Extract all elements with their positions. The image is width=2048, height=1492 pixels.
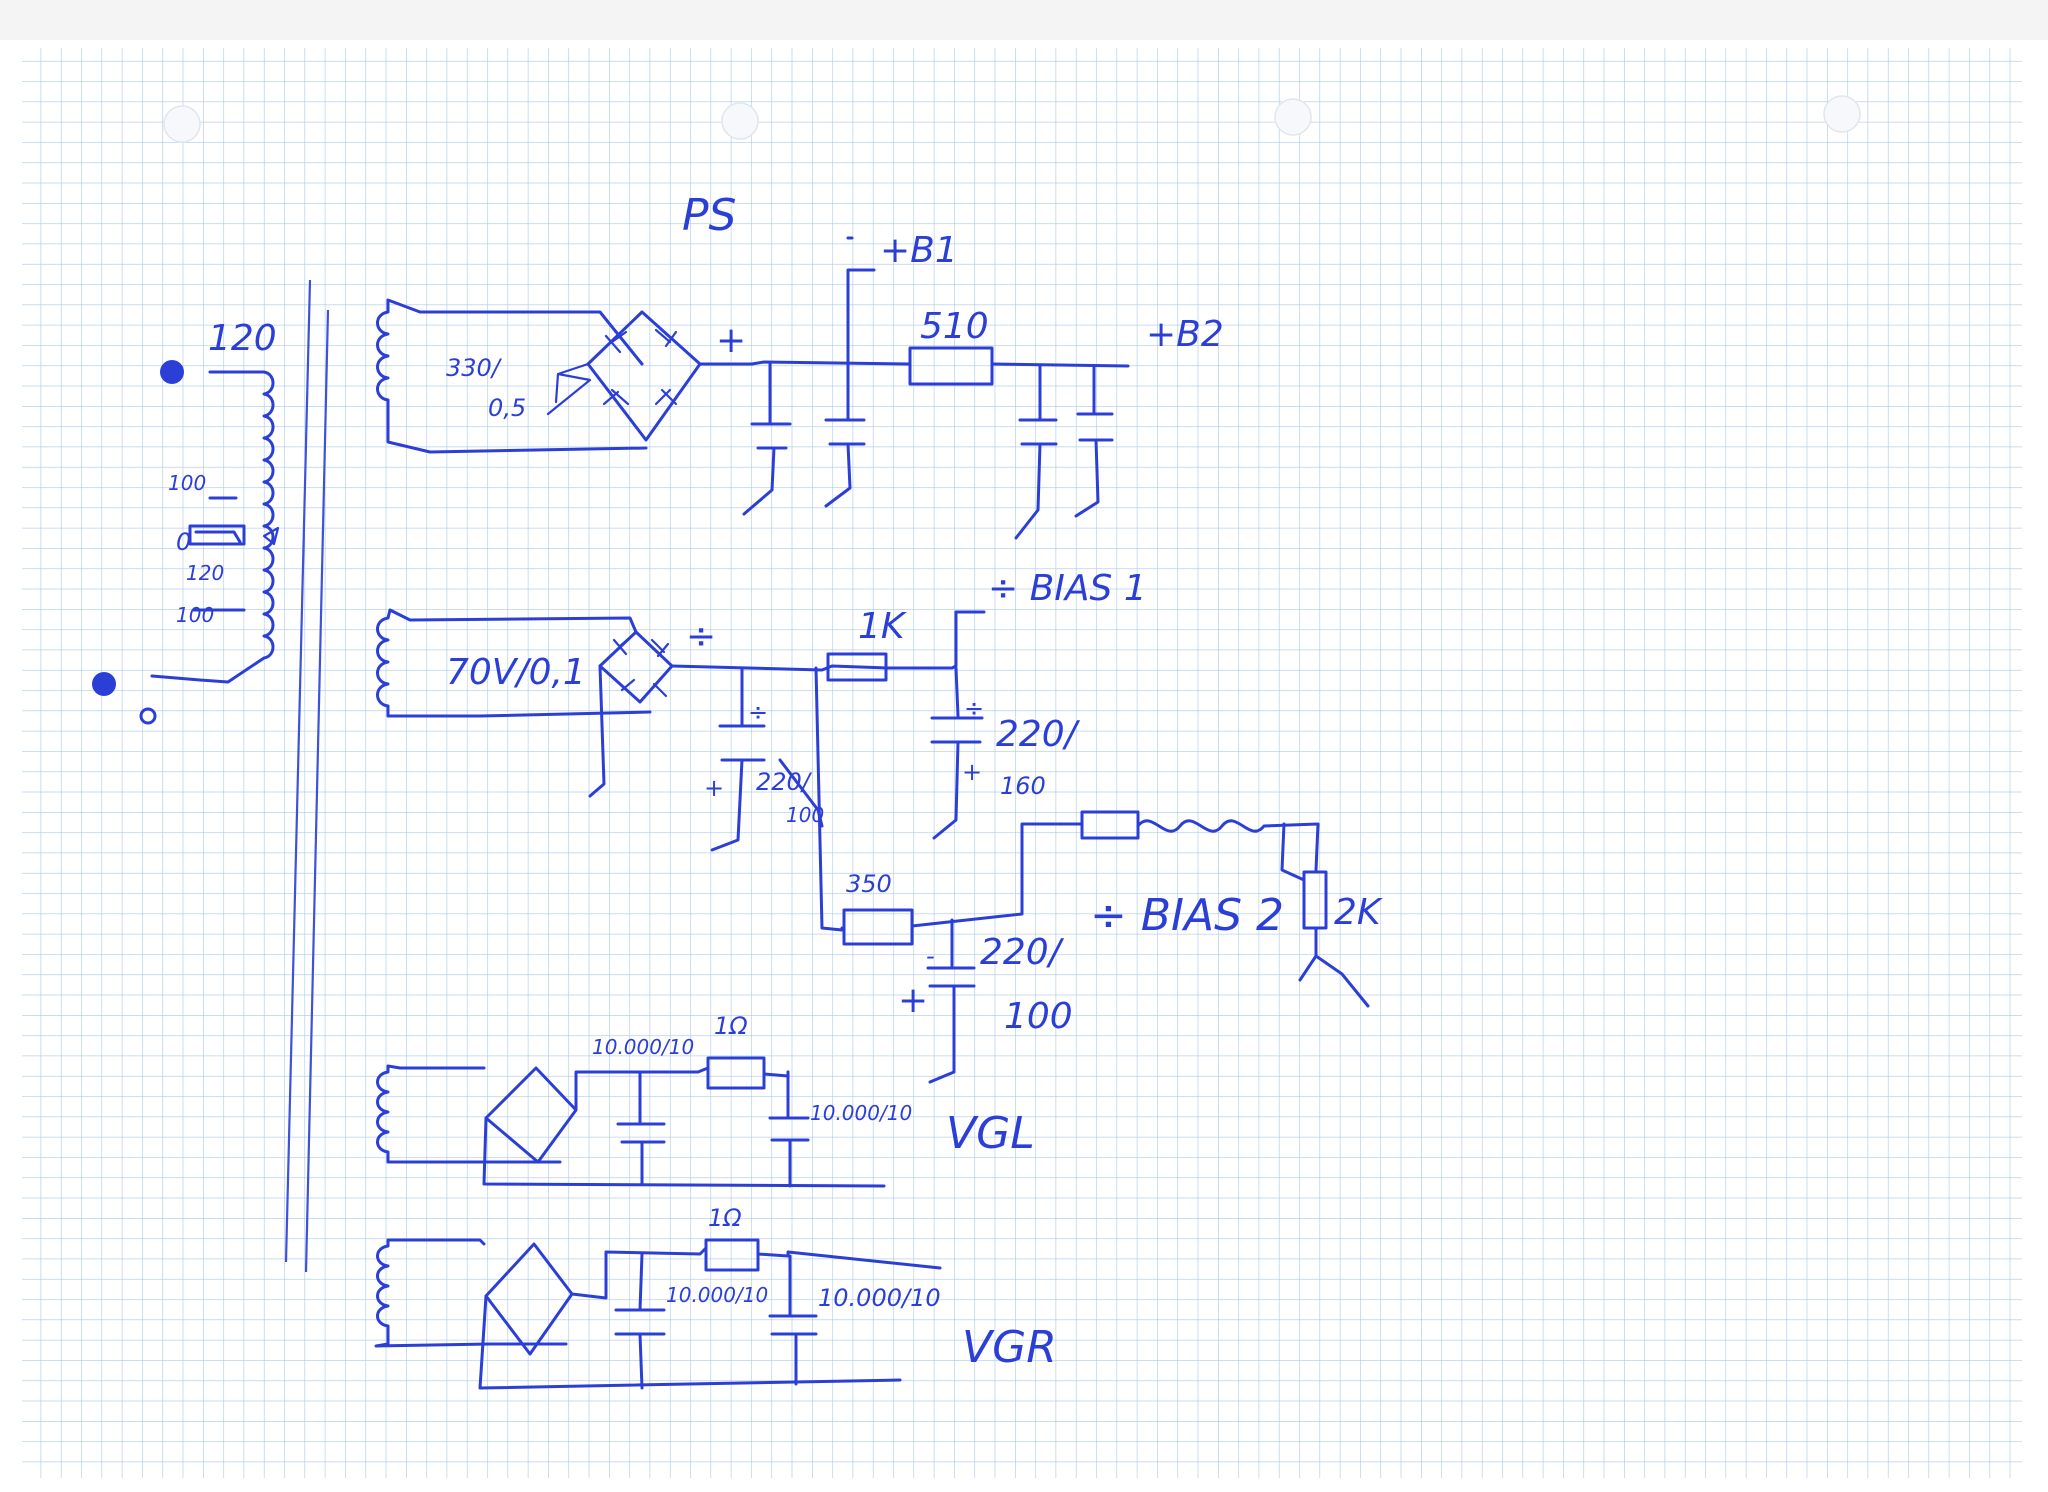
xfmr-main-label: 330/ [446,354,503,382]
r350-label: 350 [846,870,892,898]
vgl-label: VGL [946,1108,1035,1159]
xfmr-bias-label: 70V/0,1 [446,652,586,693]
tap-120-top: 120 [208,318,277,359]
cap-vgr-1 [614,1252,666,1390]
bridge-vgr [484,1242,574,1356]
c1-minus: ÷ [748,698,768,726]
c3-value-b: 100 [1004,996,1073,1037]
xfmr-bias-winding [376,608,652,718]
vgr-label: VGR [962,1322,1057,1373]
vgl-supply-section: 10.000/10 1Ω 10.000/10 VGL [376,1012,1035,1188]
cap-bias-3 [926,918,976,1084]
vgl-r-label: 1Ω [714,1012,748,1040]
xfmr-vgr-winding [374,1238,568,1348]
resistor-510 [908,346,994,386]
c1-plus: + [704,774,724,802]
b1-wire [846,236,876,364]
bias-ground-wire [588,664,606,798]
title-label: PS [682,190,736,241]
cap-vgl-1 [616,1070,666,1186]
cap-main-1 [742,362,792,516]
vgl-c1-label: 10.000/10 [592,1035,694,1059]
bias-supply-section: ÷ BIAS 1 70V/0,1 ÷ 1K ÷ + 220/ 100 ÷ + 2… [376,568,1383,1084]
vgr-out-wire [756,1250,942,1270]
bridge-vgl [484,1066,578,1164]
xfmr-main-label-b: 0,5 [488,394,526,422]
vgr-r-label: 1Ω [708,1204,742,1232]
resistor-1k [826,652,888,682]
c3-minus: - [926,942,935,970]
plus-main-label: + [716,320,746,361]
grid-area [22,48,2022,1478]
tap-100-a: 100 [168,471,206,495]
vgl-rails [482,1066,886,1188]
tap-120-mid: 120 [186,561,224,585]
vgr-c1-label: 10.000/10 [666,1283,768,1307]
scanner-border [0,0,2048,40]
rail-plus-main [698,360,912,366]
tap-0-mid: 0 [176,528,191,556]
bias1-label: ÷ BIAS 1 [988,568,1147,609]
tap-winding [150,370,275,684]
minus-bias-label: ÷ [686,616,716,657]
cap-vgr-2 [768,1254,818,1386]
r1k-label: 1K [858,606,907,647]
c2-plus: + [962,758,982,786]
tap-arrow [262,526,280,546]
c1-value: 220/ [756,768,813,796]
c2-minus: ÷ [964,694,984,722]
xfmr-main-winding [376,298,648,454]
cap-vgl-2 [768,1070,810,1188]
tap-block [188,524,246,546]
tap-winding-section: 120 100 0 120 100 [92,318,280,725]
c3-plus: + [898,980,928,1021]
bridge-main-diodes [602,328,678,406]
xfmr-vgl-winding [376,1064,562,1164]
vgr-rails [478,1246,902,1390]
vgl-c2-label: 10.000/10 [810,1101,912,1125]
bias-to-r350-wire [814,666,844,932]
pot-wiper [1280,822,1370,1008]
tap-zero-circle [139,707,157,725]
c3-value: 220/ [980,932,1065,973]
cap-bias-1 [710,666,824,852]
bias2-label: ÷ BIAS 2 [1090,890,1284,941]
tap-blob-bottom [92,672,116,696]
margin-lines [284,279,330,1273]
tap-blob-top [160,360,184,384]
main-supply-section: PS +B1 +B2 510 + 330/ 0,5 [376,190,1224,540]
cap-b2-1 [1014,364,1058,540]
vgr-c2-label: 10.000/10 [818,1284,941,1312]
tap-100-b: 100 [176,603,214,627]
punch-holes [163,95,1861,143]
cap-main-2 [824,362,866,508]
r510-label: 510 [920,306,989,347]
b1-label: +B1 [880,230,958,271]
c1-value-b: 100 [786,803,824,827]
cap-bias-2 [930,666,984,840]
r350-out-wire [910,822,1084,928]
bridge-bias-diodes [612,634,670,698]
pot-2k-label: 2K [1334,892,1383,933]
vgr-supply-section: 1Ω 10.000/10 10.000/10 VGR [374,1204,1057,1390]
c2-value-b: 160 [1000,772,1046,800]
cap-b2-2 [1074,364,1114,518]
bridge-main [586,310,702,442]
pot-wave [1136,819,1320,872]
b2-label: +B2 [1146,314,1224,355]
c2-value: 220/ [996,714,1081,755]
